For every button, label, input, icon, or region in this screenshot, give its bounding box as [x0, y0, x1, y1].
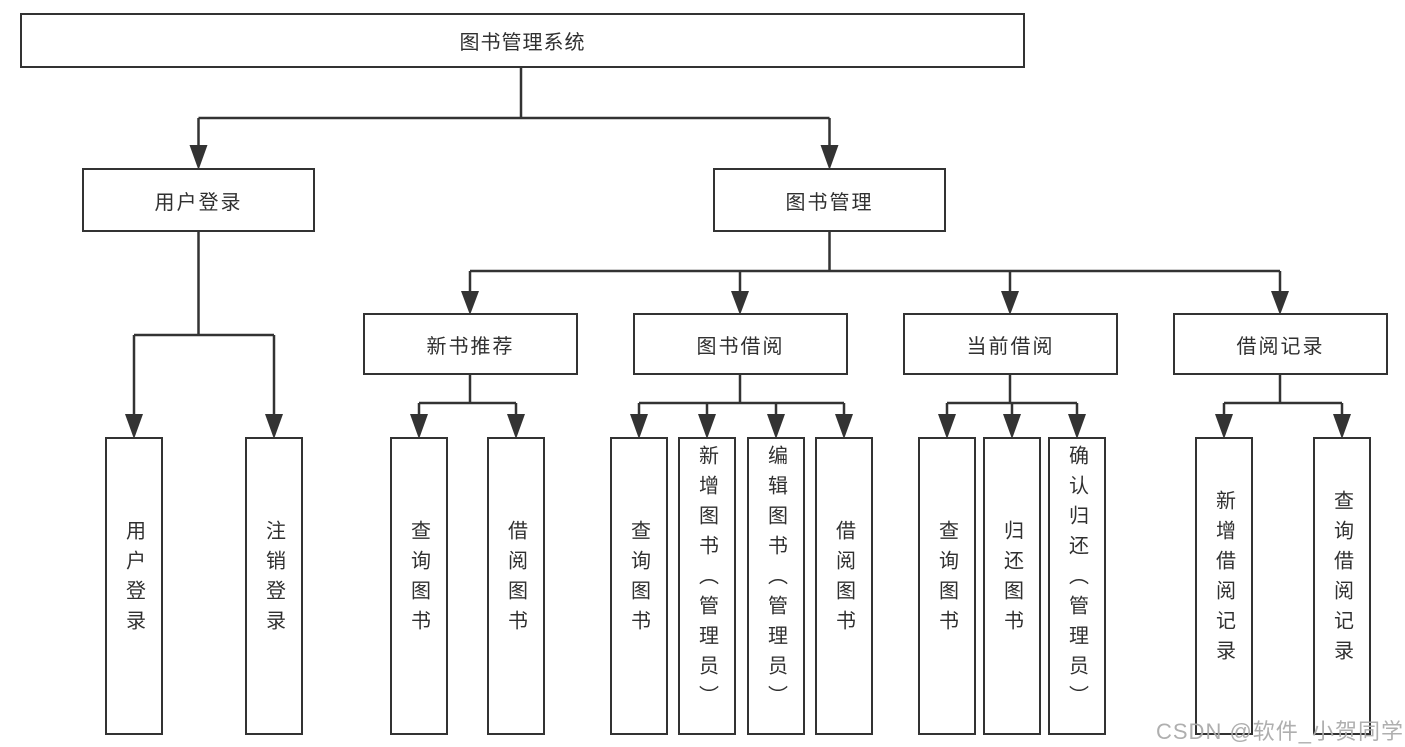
arrow-down-icon: [767, 414, 785, 439]
leaf-user-login: 用户登录: [105, 437, 163, 735]
connector-user-login-children: [125, 232, 283, 439]
node-new-book-recommend: 新书推荐: [363, 313, 578, 375]
connector-book-borrow-children: [630, 375, 853, 439]
arrow-down-icon: [820, 145, 839, 170]
arrow-down-icon: [1003, 414, 1021, 439]
leaf-add-borrow-record: 新增借阅记录: [1195, 437, 1253, 735]
arrow-down-icon: [265, 414, 283, 439]
arrow-down-icon: [835, 414, 853, 439]
arrow-down-icon: [698, 414, 716, 439]
leaf-return-book: 归还图书: [983, 437, 1041, 735]
leaf-logout: 注销登录: [245, 437, 303, 735]
leaf-edit-book-admin: 编辑图书（管理员）: [747, 437, 805, 735]
leaf-borrow-books: 借阅图书: [815, 437, 873, 735]
connector-borrow-records-children: [1215, 375, 1351, 439]
arrow-down-icon: [630, 414, 648, 439]
connector-book-management-children: [461, 232, 1289, 315]
arrow-down-icon: [1068, 414, 1086, 439]
connector-root-to-level2: [189, 68, 839, 170]
leaf-query-borrow-record: 查询借阅记录: [1313, 437, 1371, 735]
node-current-borrow: 当前借阅: [903, 313, 1118, 375]
arrow-down-icon: [938, 414, 956, 439]
leaf-confirm-return-admin: 确认归还（管理员）: [1048, 437, 1106, 735]
arrow-down-icon: [1271, 291, 1289, 315]
arrow-down-icon: [461, 291, 479, 315]
node-root: 图书管理系统: [20, 13, 1025, 68]
node-book-borrow: 图书借阅: [633, 313, 848, 375]
node-borrow-records: 借阅记录: [1173, 313, 1388, 375]
leaf-query-books-current: 查询图书: [918, 437, 976, 735]
leaf-query-books-borrow: 查询图书: [610, 437, 668, 735]
connector-new-book-recommend-children: [410, 375, 525, 439]
leaf-borrow-books-recommend: 借阅图书: [487, 437, 545, 735]
arrow-down-icon: [1001, 291, 1019, 315]
arrow-down-icon: [189, 145, 208, 170]
csdn-watermark: CSDN @软件_小贺同学: [1156, 719, 1405, 744]
connector-current-borrow-children: [938, 375, 1086, 439]
arrow-down-icon: [125, 414, 143, 439]
leaf-query-books-recommend: 查询图书: [390, 437, 448, 735]
node-user-login: 用户登录: [82, 168, 315, 232]
arrow-down-icon: [507, 414, 525, 439]
arrow-down-icon: [1215, 414, 1233, 439]
arrow-down-icon: [1333, 414, 1351, 439]
arrow-down-icon: [410, 414, 428, 439]
leaf-add-book-admin: 新增图书（管理员）: [678, 437, 736, 735]
node-book-management: 图书管理: [713, 168, 946, 232]
arrow-down-icon: [731, 291, 749, 315]
